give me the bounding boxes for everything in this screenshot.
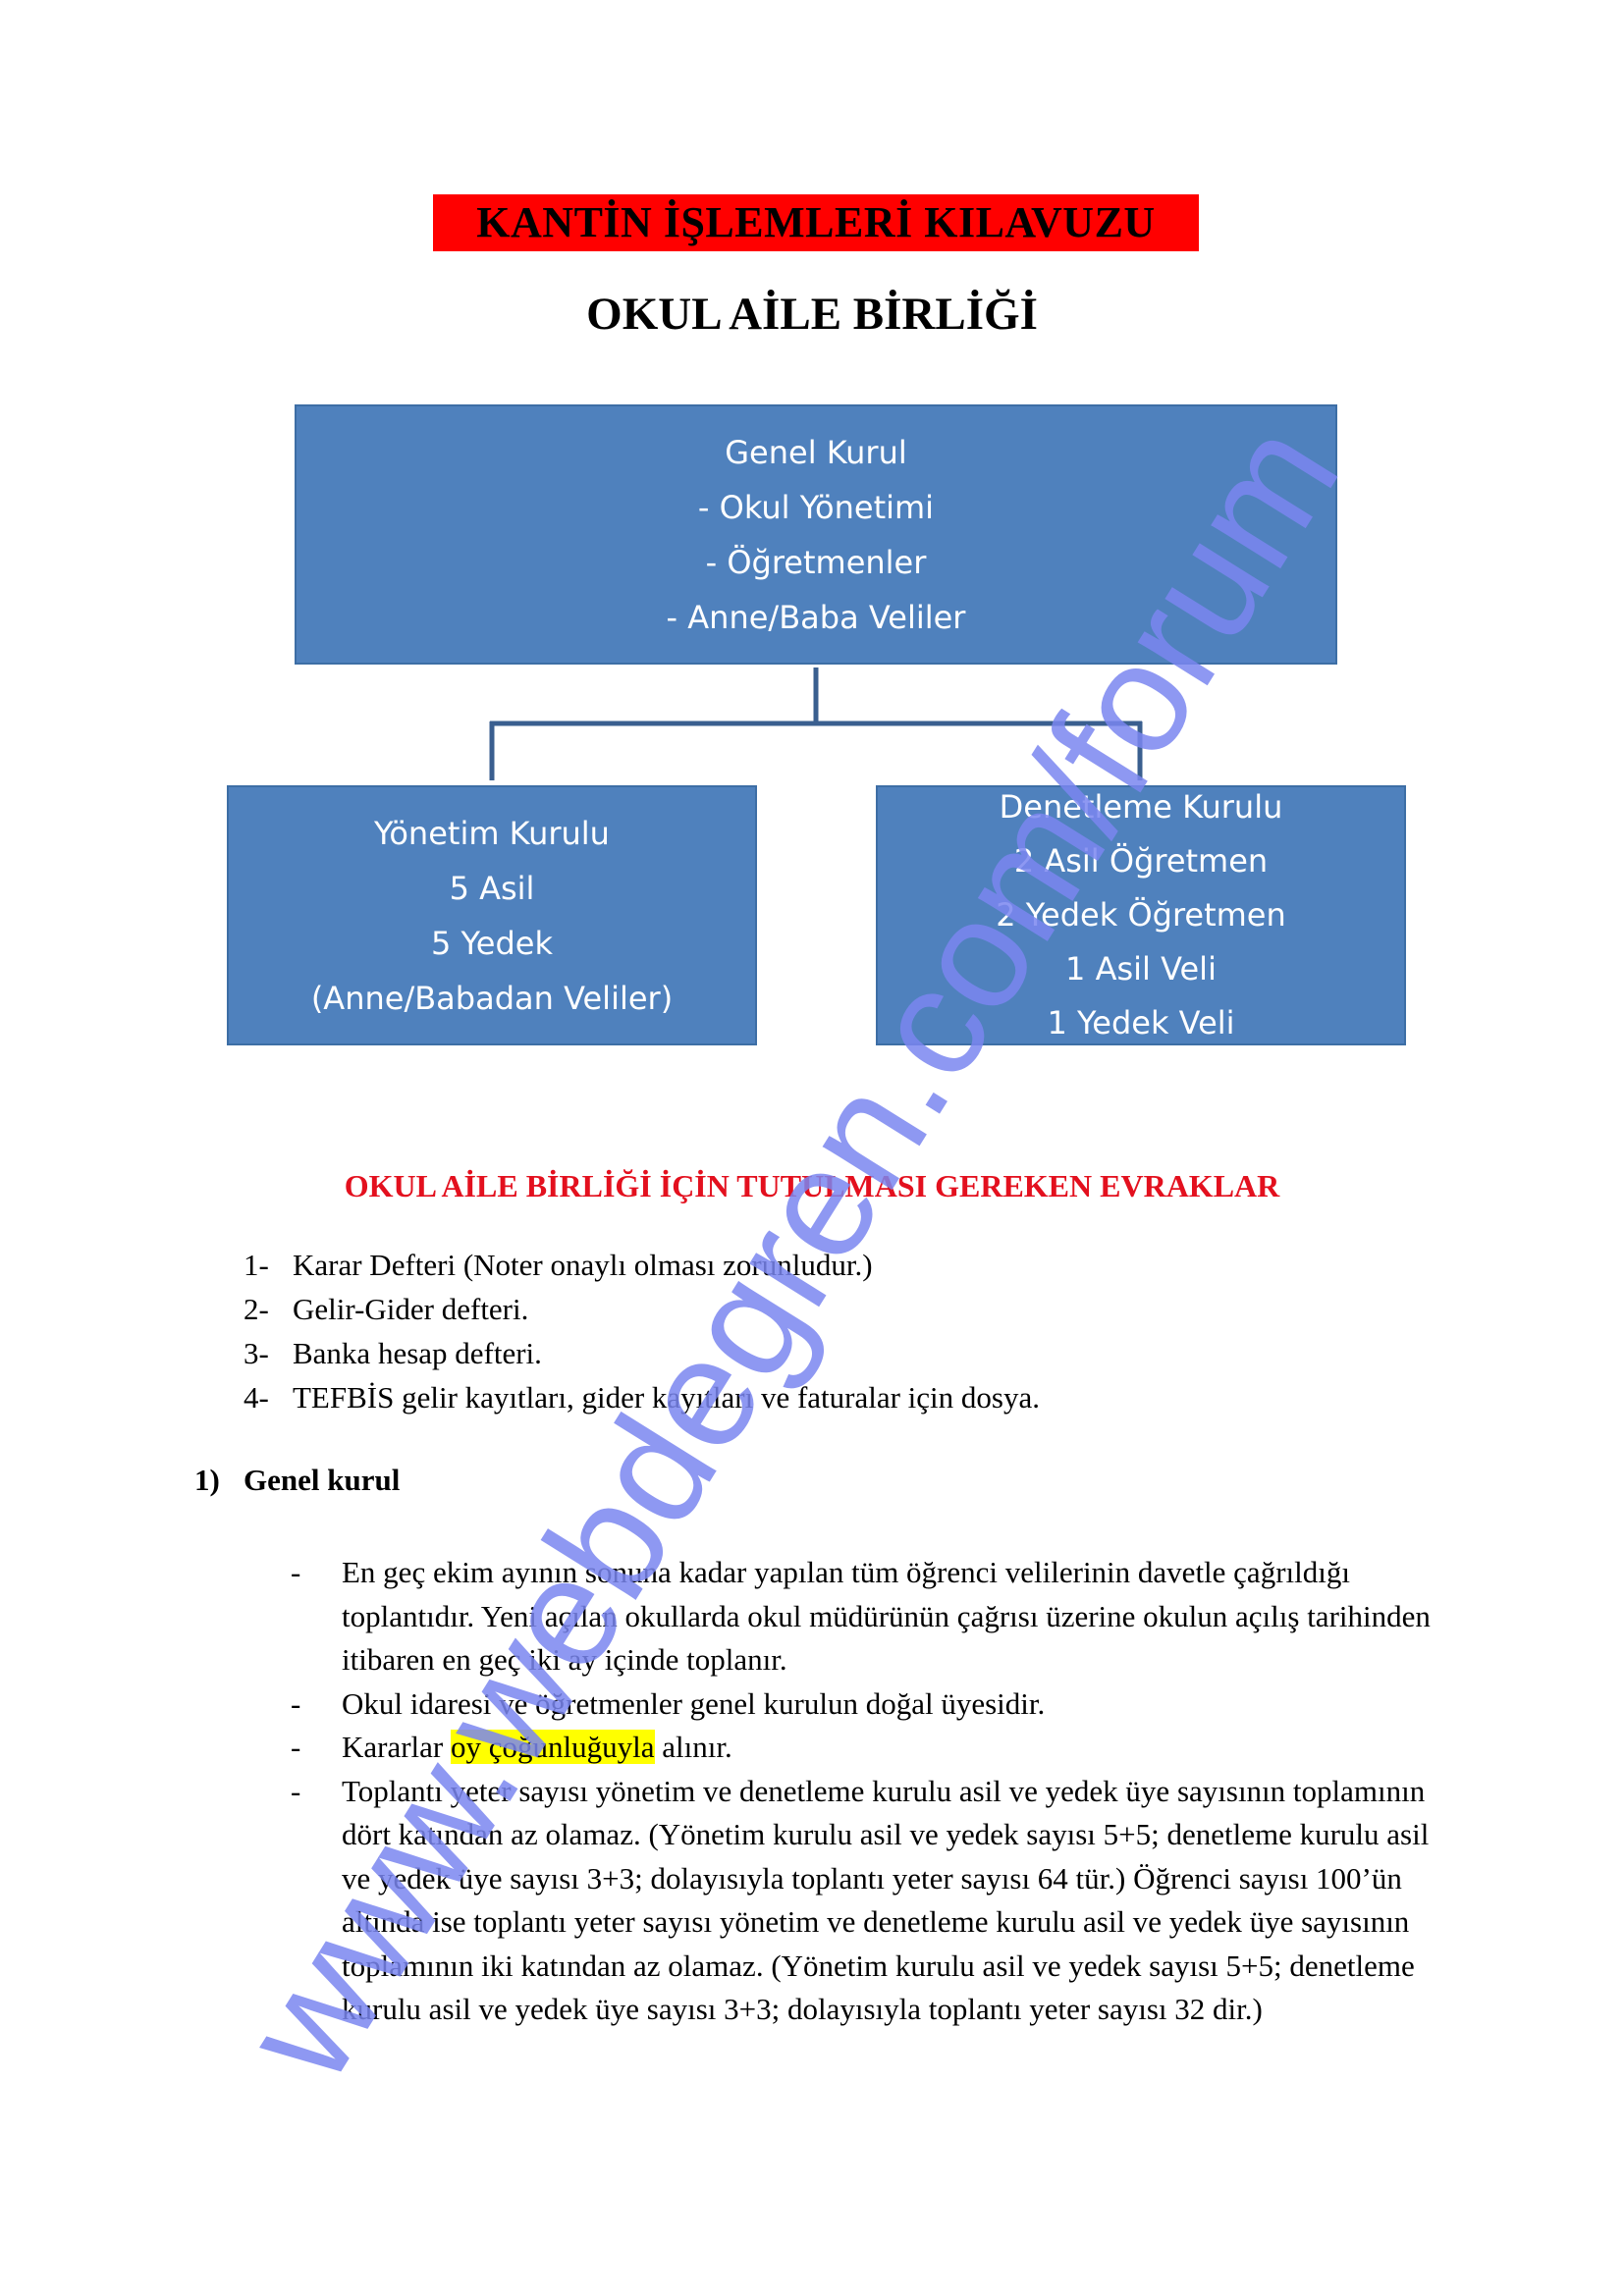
section-number: 1) (194, 1463, 220, 1497)
main-title: KANTİN İŞLEMLERİ KILAVUZU (433, 194, 1199, 251)
list-number: 3- (244, 1336, 269, 1370)
audit-board-box: Denetleme Kurulu 2 Asil Öğretmen 2 Yedek… (876, 785, 1406, 1045)
highlighted-text: oy çoğunluğuyla (451, 1730, 655, 1764)
general-assembly-title: Genel Kurul (725, 433, 907, 471)
list-dash: - (291, 1685, 301, 1721)
list-number: 1- (244, 1248, 269, 1282)
list-number: 2- (244, 1292, 269, 1326)
list-text: TEFBİS gelir kayıtları, gider kayıtları … (293, 1380, 1040, 1415)
list-number: 4- (244, 1380, 269, 1415)
list-item: - Toplantı yeter sayısı yönetim ve denetl… (291, 1770, 1449, 2032)
documents-heading: OKUL AİLE BİRLİĞİ İÇİN TUTULMASI GEREKEN… (344, 1168, 1280, 1203)
audit-board-line: 2 Asil Öğretmen (1013, 842, 1269, 880)
management-board-line: 5 Yedek (430, 924, 554, 962)
general-assembly-box: Genel Kurul - Okul Yönetimi - Öğretmenle… (295, 404, 1337, 665)
list-item: 2- Gelir-Gider defteri. (244, 1287, 1040, 1331)
list-text: Toplantı yeter sayısı yönetim ve denetle… (342, 1773, 1430, 2027)
general-assembly-line: - Anne/Baba Veliler (666, 598, 966, 636)
management-board-title: Yönetim Kurulu (374, 814, 610, 852)
audit-board-line: 1 Yedek Veli (1047, 1004, 1235, 1041)
management-board-line: (Anne/Babadan Veliler) (310, 979, 674, 1017)
list-text: Banka hesap defteri. (293, 1336, 542, 1370)
list-text: Karar Defteri (Noter onaylı olması zorun… (293, 1248, 873, 1282)
list-text-before: Kararlar (342, 1730, 451, 1764)
audit-board-title: Denetleme Kurulu (999, 788, 1283, 826)
org-chart-connectors (489, 667, 1143, 780)
audit-board-line: 2 Yedek Öğretmen (996, 896, 1286, 934)
page-title: OKUL AİLE BİRLİĞİ (586, 289, 1038, 340)
general-assembly-rules: - En geç ekim ayının sonuna kadar yapılan… (291, 1551, 1449, 2032)
list-item: - Kararlar oy çoğunluğuyla alınır. (291, 1726, 1449, 1770)
list-text: Gelir-Gider defteri. (293, 1292, 529, 1326)
list-text: Okul idaresi ve öğretmenler genel kurulu… (342, 1685, 1046, 1721)
list-dash: - (291, 1555, 301, 1589)
list-text: En geç ekim ayının sonuna kadar yapılan … (342, 1555, 1431, 1677)
management-board-line: 5 Asil (449, 869, 535, 907)
general-assembly-line: - Okul Yönetimi (697, 488, 935, 526)
management-board-box: Yönetim Kurulu 5 Asil 5 Yedek (Anne/Baba… (227, 785, 757, 1045)
list-item: - Okul idaresi ve öğretmenler genel kurul… (291, 1682, 1449, 1727)
list-item: 1- Karar Defteri (Noter onaylı olması zor… (244, 1243, 1040, 1287)
documents-list: 1- Karar Defteri (Noter onaylı olması zor… (244, 1243, 1040, 1419)
list-dash: - (291, 1730, 301, 1764)
list-text-after: alınır. (654, 1730, 732, 1764)
list-item: 3- Banka hesap defteri. (244, 1331, 1040, 1375)
list-dash: - (291, 1773, 301, 1808)
section-title: Genel kurul (244, 1463, 401, 1497)
list-item: 4- TEFBİS gelir kayıtları, gider kayıtlar… (244, 1375, 1040, 1419)
audit-board-line: 1 Asil Veli (1065, 950, 1217, 988)
general-assembly-line: - Öğretmenler (705, 543, 927, 581)
list-item: - En geç ekim ayının sonuna kadar yapılan… (291, 1551, 1449, 1682)
section-heading-general-assembly: 1) Genel kurul (194, 1463, 400, 1498)
